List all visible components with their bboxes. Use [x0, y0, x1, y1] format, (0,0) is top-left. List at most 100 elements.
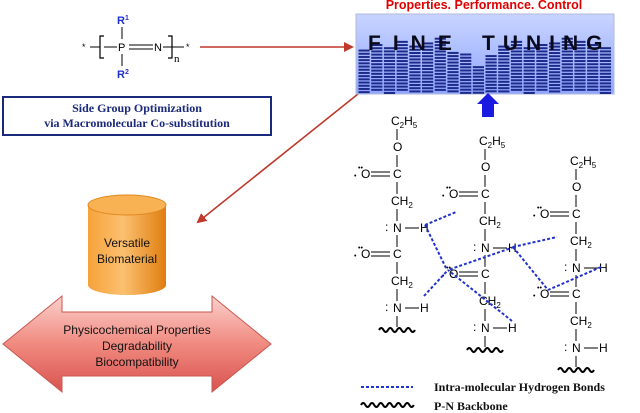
equalizer-segment	[460, 88, 472, 91]
equalizer-segment	[549, 77, 561, 80]
equalizer-segment	[536, 63, 548, 66]
end-star-right: *	[186, 42, 190, 52]
equalizer-segment	[549, 48, 561, 51]
equalizer-segment	[536, 47, 548, 50]
equalizer-segment	[561, 76, 573, 79]
equalizer-segment	[599, 53, 611, 56]
equalizer-segment	[434, 47, 446, 50]
equalizer-segment	[485, 55, 497, 58]
chain-right-upper-amide-nitrogen: N	[572, 261, 581, 275]
equalizer-segment	[587, 82, 599, 85]
equalizer-segment	[460, 66, 472, 69]
equalizer-segment	[574, 53, 586, 56]
equalizer-segment	[383, 88, 396, 91]
fine-tuning-panel: Properties. Performance. Control FINE TU…	[355, 0, 615, 95]
legend-backbone-swatch	[360, 402, 415, 408]
equalizer-segment	[460, 59, 472, 62]
equalizer-segment	[510, 44, 523, 47]
equalizer-segment	[549, 45, 561, 48]
arrow-line1: Physicochemical Properties	[63, 323, 210, 337]
equalizer-segment	[358, 78, 370, 81]
equalizer-segment	[409, 48, 421, 51]
equalizer-segment	[447, 64, 459, 67]
chain-right-upper-oxygen-lone-pair: ••	[537, 205, 542, 212]
equalizer-segment	[422, 80, 434, 83]
equalizer-segment	[447, 67, 459, 70]
properties-double-arrow: Physicochemical Properties Degradability…	[2, 294, 272, 394]
equalizer-segment	[561, 56, 573, 59]
legend: Intra-molecular Hydrogen Bonds P-N Backb…	[360, 380, 605, 413]
equalizer-segment	[523, 63, 535, 66]
chain-middle-upper-carbonyl-carbon: C	[481, 187, 490, 201]
equalizer-segment	[371, 88, 383, 91]
equalizer-segment	[536, 56, 548, 59]
chain-left-lower-carbonyl-oxygen: O	[361, 247, 370, 261]
equalizer-segment	[396, 63, 408, 66]
chain-left-backbone-segment	[378, 327, 416, 333]
chain-middle-lower-oxygen-lone-dot: •	[442, 273, 445, 280]
equalizer-segment	[396, 60, 408, 63]
cylinder-line2: Biomaterial	[97, 252, 157, 266]
equalizer-segment	[523, 53, 535, 56]
equalizer-segment	[561, 40, 573, 43]
equalizer-segment	[599, 82, 611, 85]
chain-middle-lower-nitrogen: N	[481, 321, 490, 335]
equalizer-segment	[434, 72, 446, 75]
double-arrow-shape	[2, 294, 272, 394]
equalizer-segment	[599, 85, 611, 88]
equalizer-segment	[536, 53, 548, 56]
equalizer-segment	[561, 53, 573, 56]
equalizer-segment	[460, 53, 472, 56]
equalizer-segment	[409, 61, 421, 64]
equalizer-segment	[371, 76, 383, 79]
chain-left-upper-oxygen-lone-pair: ••	[358, 165, 363, 172]
equalizer-segment	[409, 58, 421, 61]
equalizer-segment	[472, 88, 484, 91]
chain-left-upper-carbonyl-oxygen: O	[361, 167, 370, 181]
equalizer-segment	[498, 45, 510, 48]
equalizer-segment	[498, 90, 510, 93]
equalizer-segment	[561, 60, 573, 63]
equalizer-segment	[599, 79, 611, 82]
r2-group: R2	[117, 69, 129, 81]
equalizer-segment	[472, 82, 484, 85]
equalizer-segment	[422, 52, 434, 55]
equalizer-segment	[447, 58, 459, 61]
chain-right-upper-carbonyl-carbon: C	[572, 207, 581, 221]
equalizer-segment	[599, 56, 611, 59]
equalizer-segment	[498, 55, 510, 58]
chain-left-upper-ethyl-group: C2H5	[391, 114, 418, 130]
chain-middle-upper-methylene: CH2	[479, 214, 501, 230]
equalizer-segment	[574, 85, 586, 88]
equalizer-segment	[561, 85, 573, 88]
equalizer-segment	[574, 56, 586, 59]
fine-word: FINE	[368, 32, 464, 55]
r1-group: R1	[117, 15, 129, 27]
equalizer-segment	[396, 56, 408, 59]
equalizer-segment	[536, 66, 548, 69]
chain-right-upper-ester-oxygen: O	[572, 180, 581, 194]
equalizer-segment	[371, 56, 383, 59]
equalizer-segment	[422, 42, 434, 45]
chain-middle-upper-nitrogen-lone-pair: :	[473, 240, 476, 254]
equalizer-segment	[383, 75, 396, 78]
equalizer-segment	[561, 37, 573, 40]
equalizer-segment	[447, 71, 459, 74]
equalizer-segment	[587, 85, 599, 88]
equalizer-segment	[472, 91, 484, 94]
chain-left-upper-carbonyl-carbon: C	[393, 167, 402, 181]
chain-left-upper-amide-hydrogen: H	[420, 221, 429, 235]
equalizer-segment	[472, 69, 484, 72]
chain-left-lower-oxygen-lone-pair: ••	[358, 245, 363, 252]
equalizer-segment	[549, 84, 561, 87]
equalizer-segment	[549, 74, 561, 77]
arrow-line3: Biocompatibility	[95, 355, 178, 369]
equalizer-segment	[574, 44, 586, 47]
equalizer-segment	[434, 63, 446, 66]
equalizer-segment	[422, 45, 434, 48]
equalizer-segment	[396, 40, 408, 43]
equalizer-segment	[574, 88, 586, 91]
equalizer-segment	[434, 82, 446, 85]
equalizer-segment	[460, 69, 472, 72]
